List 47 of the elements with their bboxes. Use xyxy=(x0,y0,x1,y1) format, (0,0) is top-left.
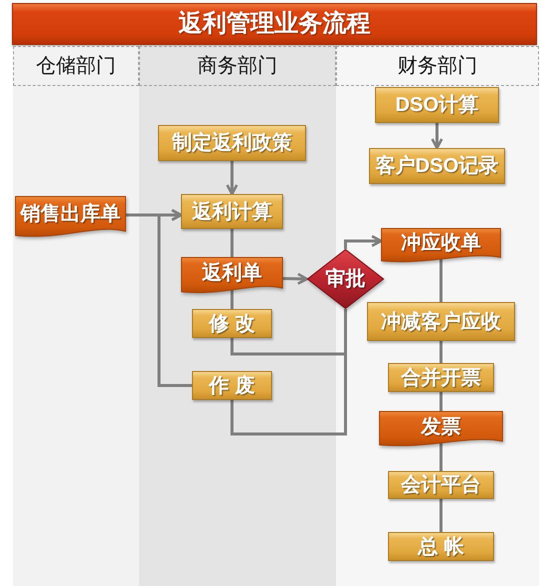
process-box xyxy=(369,148,505,184)
process-box xyxy=(388,471,494,499)
document-shape xyxy=(15,196,126,238)
decision-diamond xyxy=(307,249,384,309)
step-label: 客户DSO记录 xyxy=(375,155,499,177)
process-box xyxy=(158,125,306,161)
lane-header: 仓储部门 xyxy=(13,46,139,86)
step-label: 修 改 xyxy=(209,312,255,334)
process-box xyxy=(367,302,515,341)
arrow xyxy=(344,234,382,249)
process-box xyxy=(388,532,494,561)
document-shape xyxy=(379,411,503,447)
process-box xyxy=(192,371,272,400)
document-shape xyxy=(181,257,283,294)
lane-header: 财务部门 xyxy=(336,46,539,86)
process-box xyxy=(388,363,494,392)
step-label: 发票 xyxy=(421,416,461,438)
connector-line xyxy=(440,341,442,363)
arrow xyxy=(430,123,444,150)
step-label: DSO计算 xyxy=(395,94,479,116)
step-label: 返利计算 xyxy=(192,200,272,222)
step-label: 审批 xyxy=(326,268,366,290)
swimlane xyxy=(13,46,139,586)
step-label: 销售出库单 xyxy=(20,203,120,225)
step-label: 返利单 xyxy=(202,262,262,284)
step-label: 制定返利政策 xyxy=(172,132,292,154)
arrow xyxy=(226,161,238,196)
arrow xyxy=(282,272,308,285)
process-box xyxy=(192,309,272,338)
step-label: 冲应收单 xyxy=(401,232,481,254)
diagram-title: 返利管理业务流程 xyxy=(178,10,370,38)
document-shape xyxy=(381,228,501,263)
arrow xyxy=(158,208,192,387)
connector-line xyxy=(440,392,442,411)
connector-line xyxy=(440,499,442,532)
lane-header: 商务部门 xyxy=(139,46,336,86)
connector-line xyxy=(230,290,234,309)
step-label: 冲减客户应收 xyxy=(381,310,501,332)
process-box xyxy=(375,87,499,123)
step-label: 总 帐 xyxy=(418,536,464,558)
connector-line xyxy=(230,229,234,257)
connector-line xyxy=(440,442,442,471)
process-box xyxy=(181,194,283,229)
connector-line xyxy=(440,259,442,302)
step-label: 合并开票 xyxy=(401,366,481,388)
step-label: 作 废 xyxy=(209,374,255,396)
step-label: 会计平台 xyxy=(401,474,481,496)
